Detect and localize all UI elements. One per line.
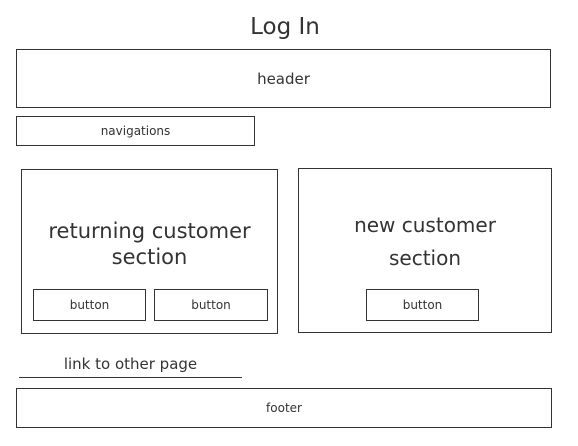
returning-customer-title: returning customer section [22,218,277,270]
button-label: button [191,298,231,312]
new-customer-title-line2: section [388,246,462,270]
other-page-link[interactable]: link to other page [19,352,242,378]
new-customer-title: new customer section [299,209,551,275]
navigation-label: navigations [100,124,171,138]
header-label: header [257,69,310,88]
button-label: button [402,298,443,312]
footer-placeholder: footer [16,388,552,428]
header-placeholder: header [16,49,551,108]
footer-label: footer [266,401,302,415]
button-label: button [69,298,110,312]
returning-customer-button-2[interactable]: button [154,289,268,321]
new-customer-button[interactable]: button [366,289,479,321]
new-customer-title-line1: new customer [354,213,496,237]
returning-customer-title-line2: section [111,245,188,269]
new-customer-section: new customer section button [298,168,552,333]
returning-customer-section: returning customer section button button [21,169,278,334]
returning-customer-button-1[interactable]: button [33,289,146,321]
page-title: Log In [250,14,320,40]
returning-customer-title-line1: returning customer [48,219,251,243]
navigation-placeholder[interactable]: navigations [16,116,255,146]
